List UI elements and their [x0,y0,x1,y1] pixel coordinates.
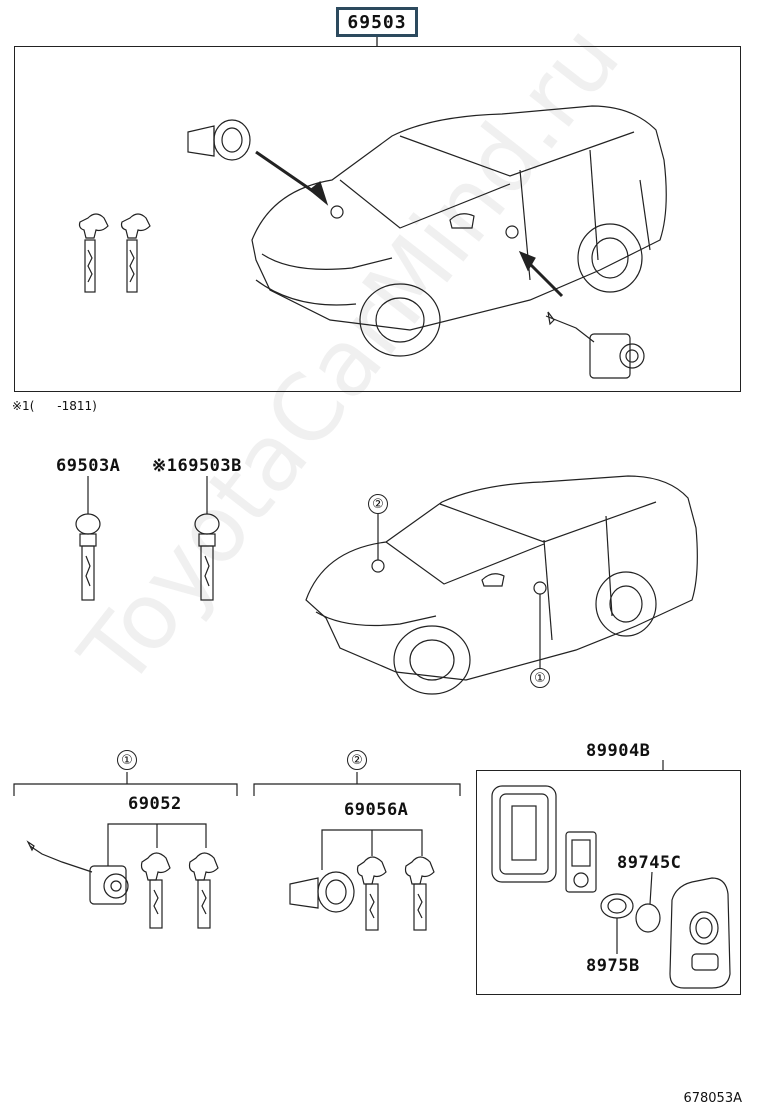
assembly-frame [14,46,741,392]
assembly-illustration [78,105,667,379]
door-lock-assembly-1 [26,840,129,905]
callout-2-top: ② [368,494,388,514]
part-number-box[interactable]: 69503 [336,7,418,37]
key-fob-case [491,785,557,883]
key-pair-2 [356,856,435,931]
part-number-69503a[interactable]: 69503A [56,456,121,476]
suv-illustration-top [251,105,667,357]
section-2-marker: ② [347,750,367,770]
section-1-marker: ① [117,750,137,770]
part-number-69503b[interactable]: ※169503B [152,456,242,476]
part-number-89745c[interactable]: 89745C [617,853,682,873]
callout-1-top: ① [530,668,550,688]
part-number-69052[interactable]: 69052 [128,794,182,814]
part-number-8975b[interactable]: 8975B [586,956,640,976]
key-fob-frame [476,770,741,995]
battery-holder [600,893,634,919]
catalog-id: 678053A [683,1091,742,1106]
part-number-89904b[interactable]: 89904B [586,741,651,761]
title-leader-line [376,37,378,47]
battery [635,903,661,933]
hood-lock-assembly-2 [289,871,355,913]
key-b-illustration [194,513,220,601]
middle-illustration [75,475,698,695]
key-fob-circuit-board [565,831,597,893]
door-lock-cylinder [545,311,645,379]
key-a-illustration [75,513,101,601]
part-number-label: 69503 [347,11,407,33]
part-number-69056a[interactable]: 69056A [344,800,409,820]
key-illustration [78,213,151,293]
smart-key-fob [669,877,731,989]
model-note: ※1( -1811) [12,399,97,413]
hood-lock-cylinder [187,119,251,161]
suv-illustration-middle [305,475,698,695]
key-pair-1 [140,852,219,929]
